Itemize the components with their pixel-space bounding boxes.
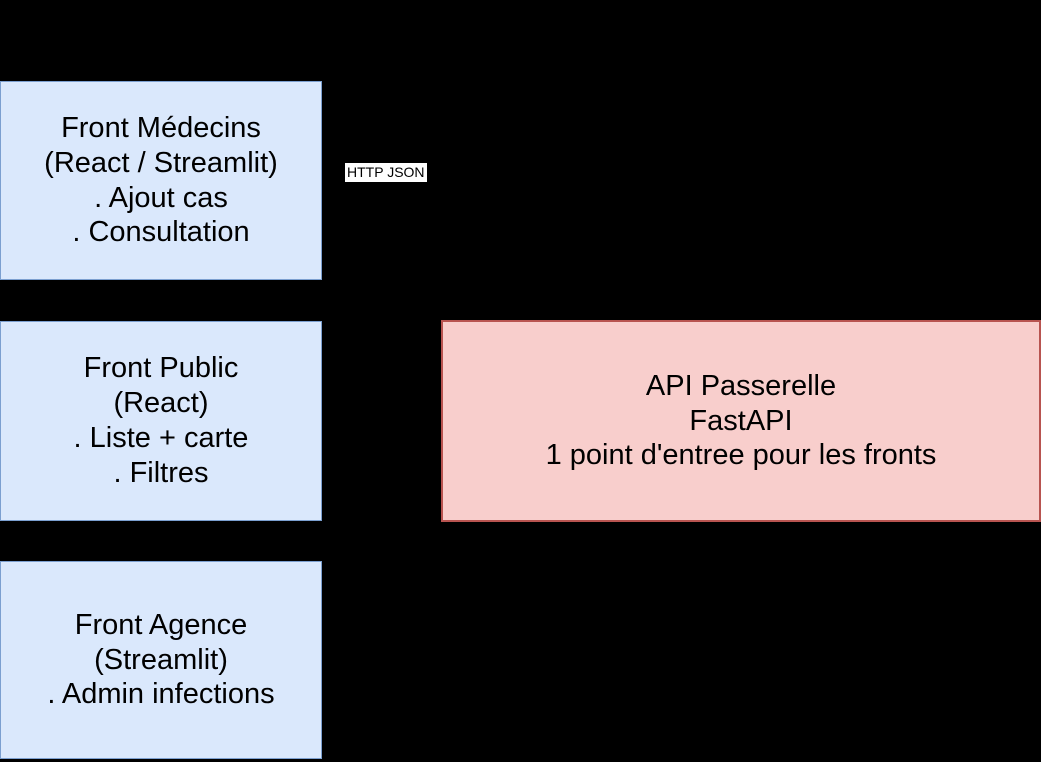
node-front-medecins-line-2: (React / Streamlit) (44, 146, 278, 179)
node-front-public-line-3: . Liste + carte (73, 422, 249, 454)
node-front-medecins-line-3: . Ajout cas (94, 181, 228, 214)
node-front-medecins[interactable]: Front Médecins (React / Streamlit) . Ajo… (0, 81, 322, 280)
node-front-public-line-2: (React) (113, 387, 209, 420)
node-api-passerelle-line-1: API Passerelle (645, 369, 837, 402)
node-api-passerelle-line-3: 1 point d'entree pour les fronts (545, 439, 937, 472)
node-front-public-line-1: Front Public (83, 352, 239, 385)
node-api-passerelle-line-2: FastAPI (689, 404, 793, 437)
node-front-medecins-line-4: . Consultation (72, 216, 250, 249)
node-front-public-line-4: . Filtres (113, 456, 209, 489)
edge-label-http-json: HTTP JSON (345, 163, 427, 182)
node-front-public[interactable]: Front Public (React) . Liste + carte . F… (0, 321, 322, 521)
node-front-agence-line-3: . Admin infections (47, 678, 275, 711)
node-front-medecins-line-1: Front Médecins (61, 111, 261, 144)
node-front-agence-line-1: Front Agence (74, 608, 248, 641)
node-front-agence[interactable]: Front Agence (Streamlit) . Admin infecti… (0, 561, 322, 759)
node-front-agence-line-2: (Streamlit) (94, 643, 228, 676)
node-api-passerelle[interactable]: API Passerelle FastAPI 1 point d'entree … (441, 320, 1041, 522)
